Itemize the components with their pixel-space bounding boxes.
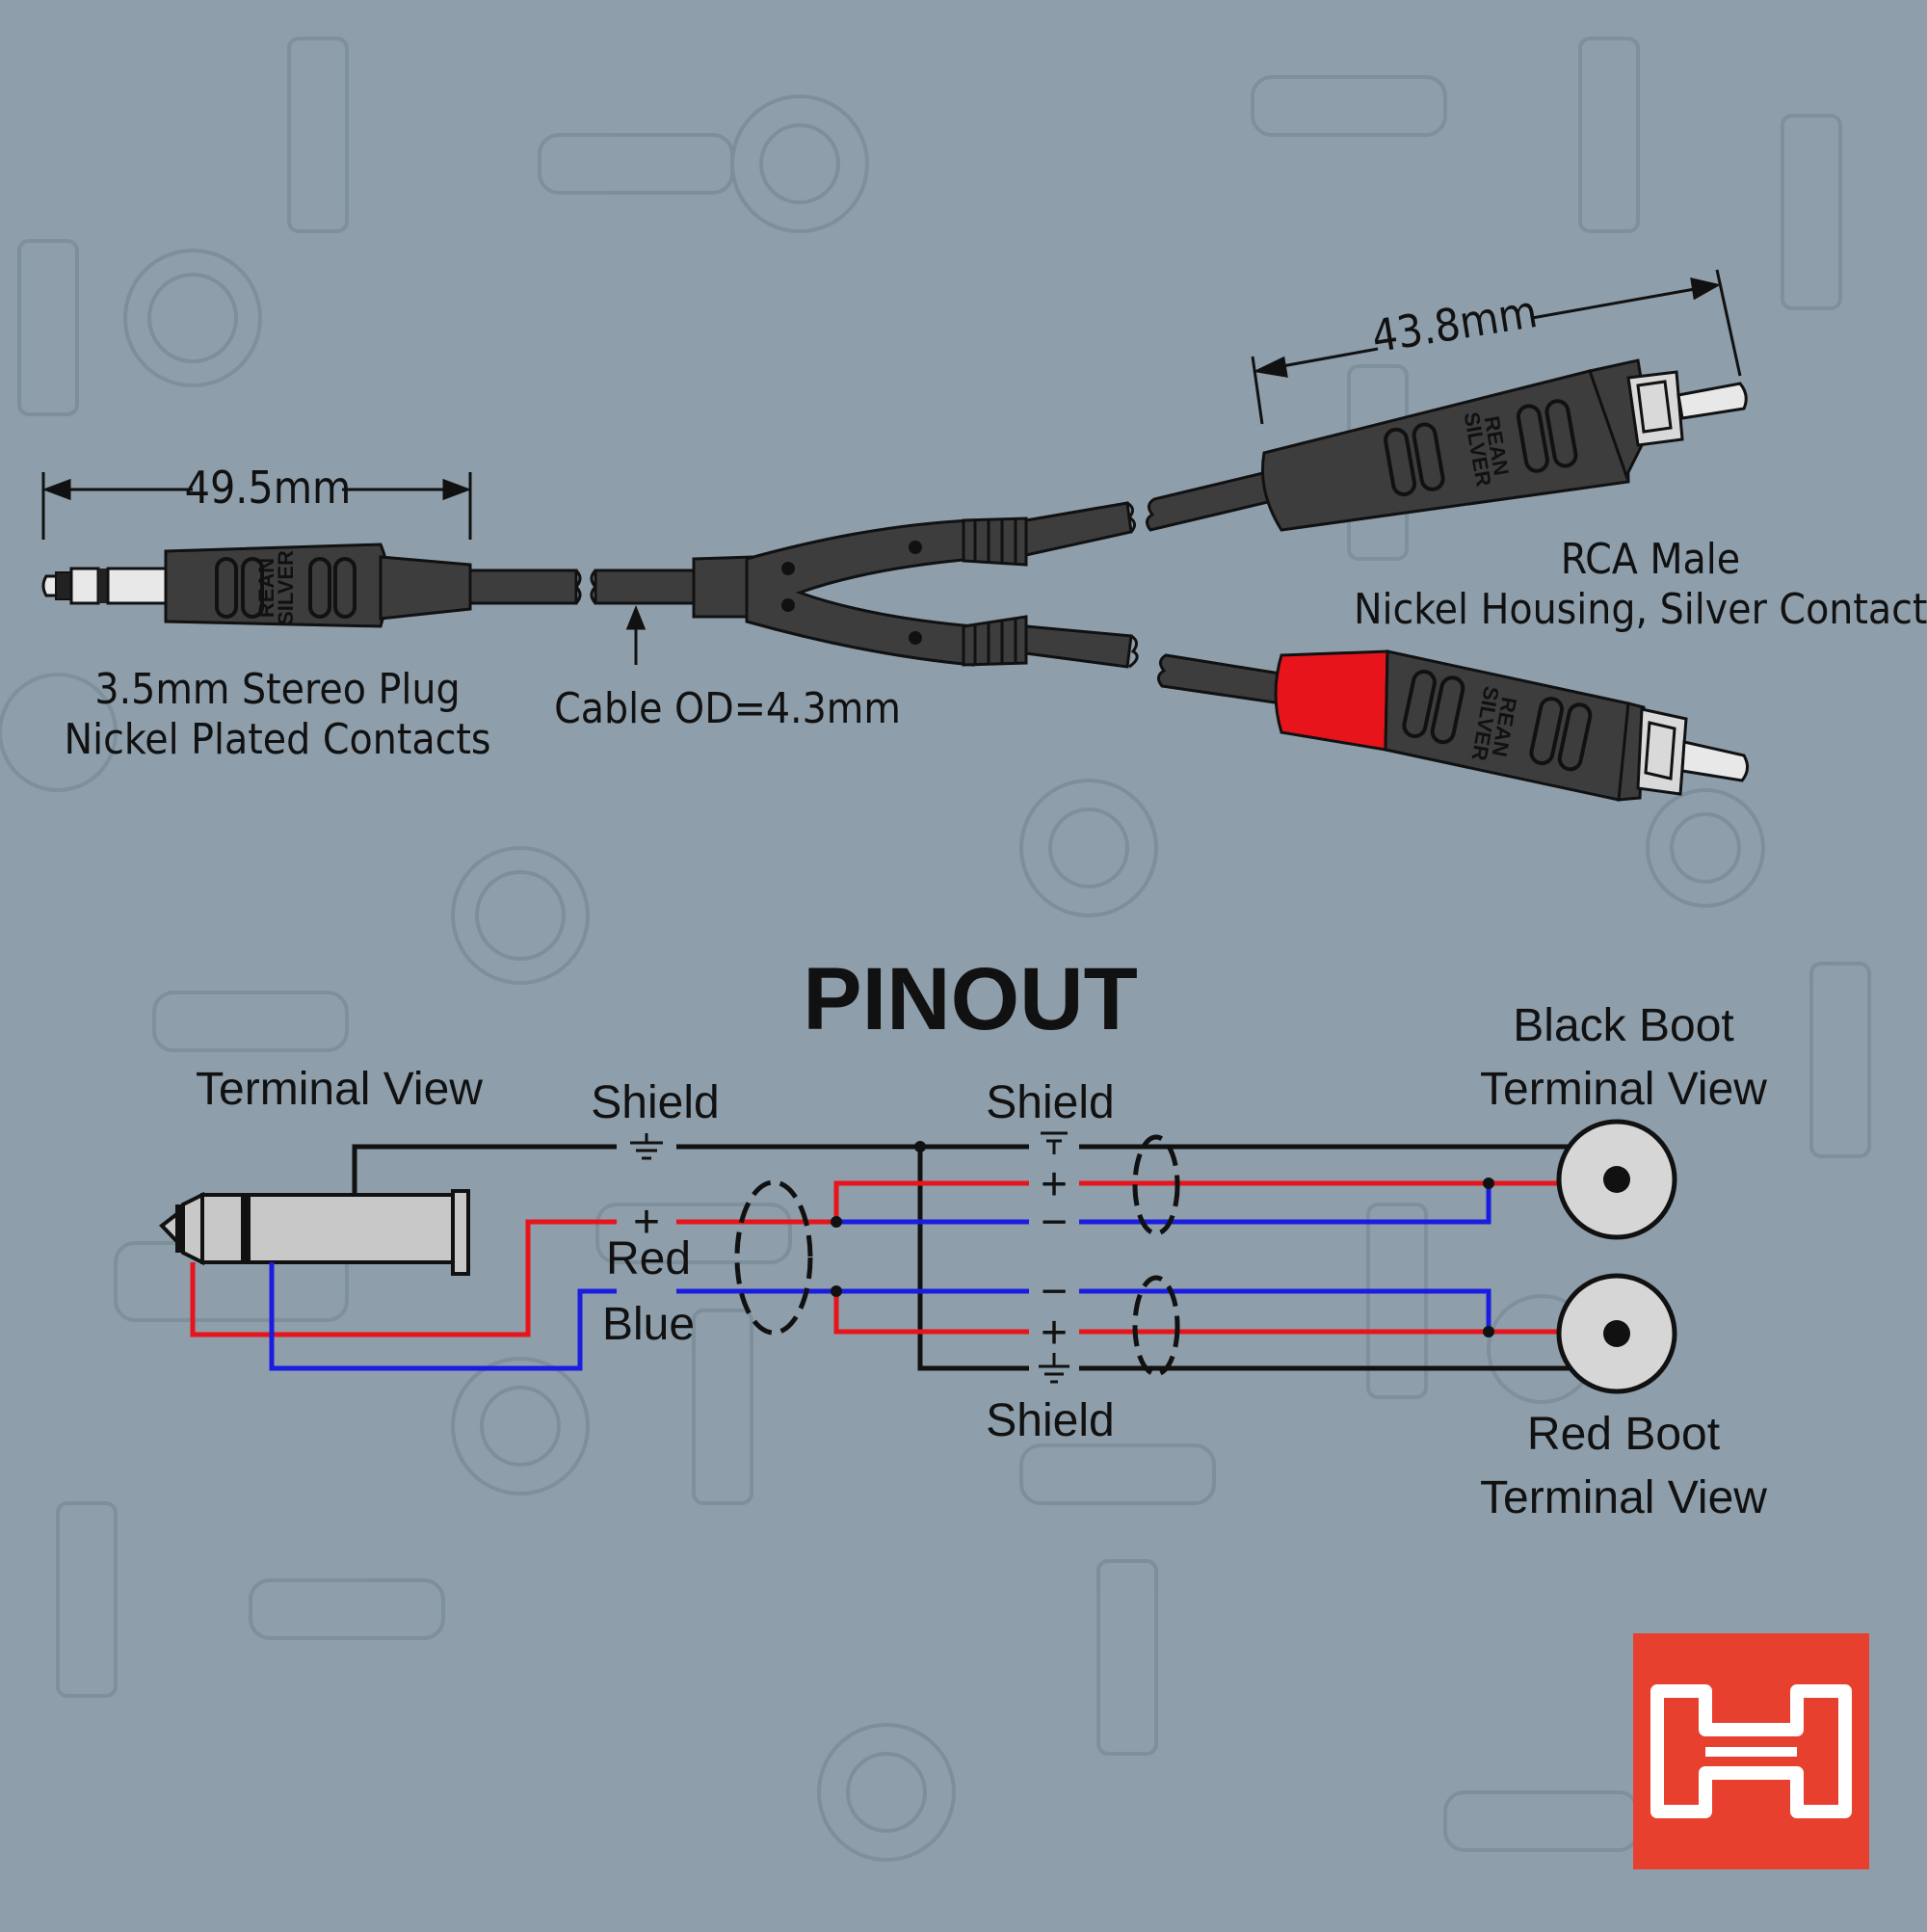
rca-label-2: Nickel Housing, Silver Contacts [1354,585,1927,634]
junction-dots [831,1141,1494,1337]
trs-plug-terminal-view [159,1189,470,1276]
plug-dimension-label: 49.5mm [185,462,352,514]
pinout-title: PINOUT [803,950,1138,1048]
black-boot-terminal-view: Terminal View [1480,1064,1767,1115]
rca-label-1: RCA Male [1561,535,1740,584]
pin-symbols [630,1131,1069,1384]
plug-label-1: 3.5mm Stereo Plug [94,665,460,714]
cable-od-label: Cable OD=4.3mm [554,684,901,733]
stereo-plug: REAN SILVER [41,543,582,628]
pinout-wires [190,1144,1617,1371]
left-shield-label: Shield [591,1077,719,1128]
rca-terminals [1556,1119,1677,1394]
red-boot-terminal-view: Terminal View [1480,1472,1767,1523]
rca-dimension [1251,269,1742,425]
mid-shield-bottom-label: Shield [986,1395,1114,1446]
cable-od-arrow [625,604,647,665]
plug-dimension [41,472,472,540]
blue-wire-label: Blue [602,1299,695,1350]
y-splitter [590,501,1139,669]
rca-plug-red: REAN SILVER [1157,649,1749,802]
left-terminal-view-label: Terminal View [196,1064,483,1115]
plug-label-2: Nickel Plated Contacts [65,715,491,764]
rca-plug-black: REAN SILVER [1146,358,1748,532]
plug-brand-line-1: REAN [254,558,278,618]
rca-dimension-label: 43.8mm [1368,285,1541,362]
cable-ellipses [734,1134,1180,1377]
upper-minus-symbol: − [1041,1197,1068,1248]
upper-plus-symbol: + [1041,1159,1068,1210]
red-boot-label: Red Boot [1527,1409,1720,1460]
mid-shield-top-label: Shield [986,1077,1114,1128]
lower-plus-symbol: + [1041,1308,1068,1359]
background-pattern [0,37,1871,1862]
lower-minus-symbol: − [1041,1266,1068,1317]
black-boot-label: Black Boot [1513,1000,1733,1051]
plug-brand-line-2: SILVER [274,550,298,625]
red-plus-symbol: + [633,1197,660,1248]
red-wire-label: Red [606,1233,691,1284]
brand-logo [1633,1633,1869,1869]
